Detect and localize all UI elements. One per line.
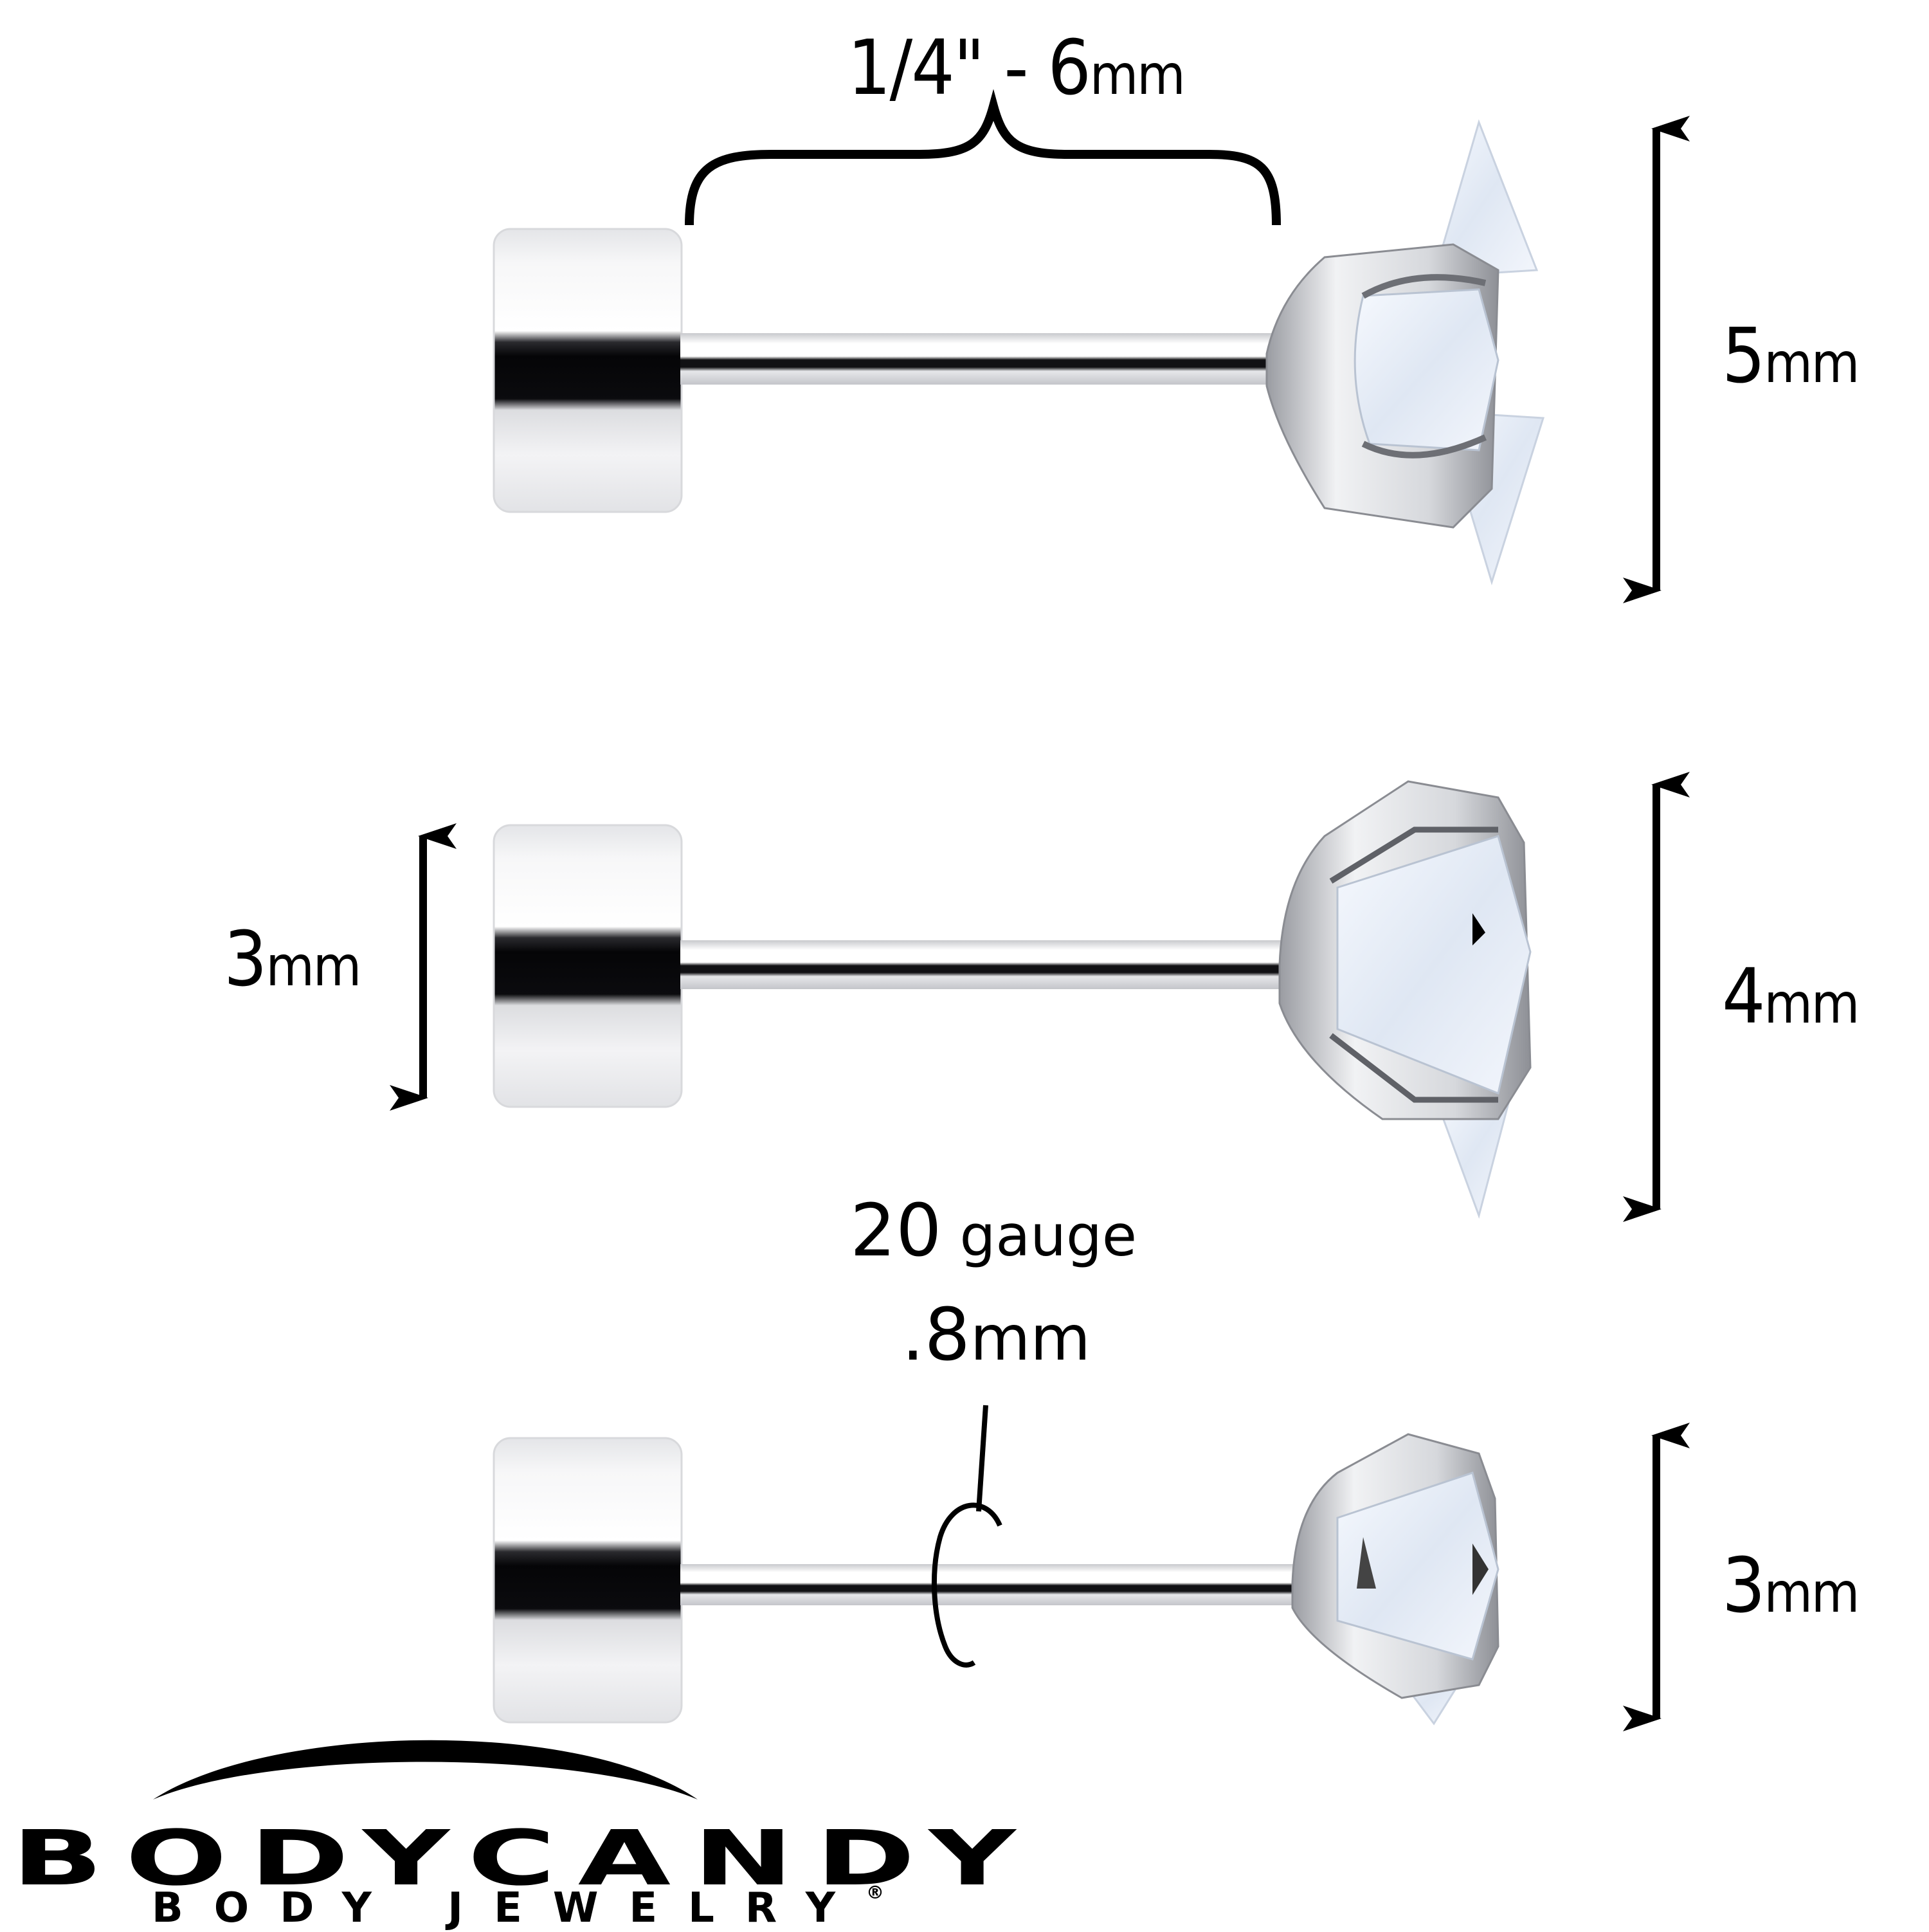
flat-disc-back [493, 1437, 683, 1724]
gauge-label: 20 gauge [850, 1195, 1137, 1267]
top-gem-size-unit: mm [1764, 331, 1860, 396]
prong-set-gem [1278, 780, 1532, 1219]
middle-gem-size-label: 4mm [1722, 958, 1860, 1036]
bar-length-unit: mm [1089, 43, 1186, 107]
stud-middle [493, 780, 1532, 1219]
gauge-mm-value: .8 [901, 1293, 970, 1377]
registered-mark: ® [866, 1882, 885, 1903]
gauge-value: 20 [850, 1189, 942, 1273]
gauge-leader [931, 1405, 1002, 1668]
bar-post [680, 333, 1272, 385]
disc-size-value: 3 [224, 915, 267, 1003]
flat-disc-back [493, 228, 683, 513]
bar-length-brace [685, 89, 1281, 226]
bar-post [680, 1564, 1298, 1605]
middle-gem-size-value: 4 [1722, 952, 1766, 1041]
gauge-unit: gauge [941, 1203, 1137, 1269]
logo-swoosh-icon [153, 1740, 698, 1800]
brand-tagline: BODY JEWELRY [152, 1884, 867, 1932]
prong-set-gem [1291, 1433, 1499, 1726]
top-gem-size-label: 5mm [1722, 318, 1860, 396]
disc-size-label: 3mm [224, 921, 362, 999]
gauge-mm-unit: mm [970, 1302, 1091, 1374]
top-gem-size-value: 5 [1722, 311, 1766, 400]
flat-disc-back [493, 824, 683, 1108]
bar-post [680, 940, 1285, 989]
middle-gem-size-unit: mm [1764, 972, 1860, 1036]
bottom-gem-size-value: 3 [1722, 1541, 1766, 1630]
bottom-gem-size-label: 3mm [1722, 1547, 1860, 1625]
brand-name: BODYCANDY [12, 1814, 1038, 1902]
bar-length-value: 1/4" - 6 [847, 23, 1091, 112]
prong-set-gem [1265, 119, 1545, 586]
gauge-mm-label: .8mm [901, 1299, 1091, 1371]
disc-size-unit: mm [266, 934, 362, 999]
bottom-gem-size-unit: mm [1764, 1561, 1860, 1625]
brand-logo: BODYCANDY [12, 1820, 1016, 1896]
stud-top [493, 119, 1545, 586]
brand-tagline-wrap: BODY JEWELRY® [152, 1884, 884, 1929]
bar-length-label: 1/4" - 6mm [847, 30, 1186, 107]
stud-bottom [493, 1433, 1499, 1726]
